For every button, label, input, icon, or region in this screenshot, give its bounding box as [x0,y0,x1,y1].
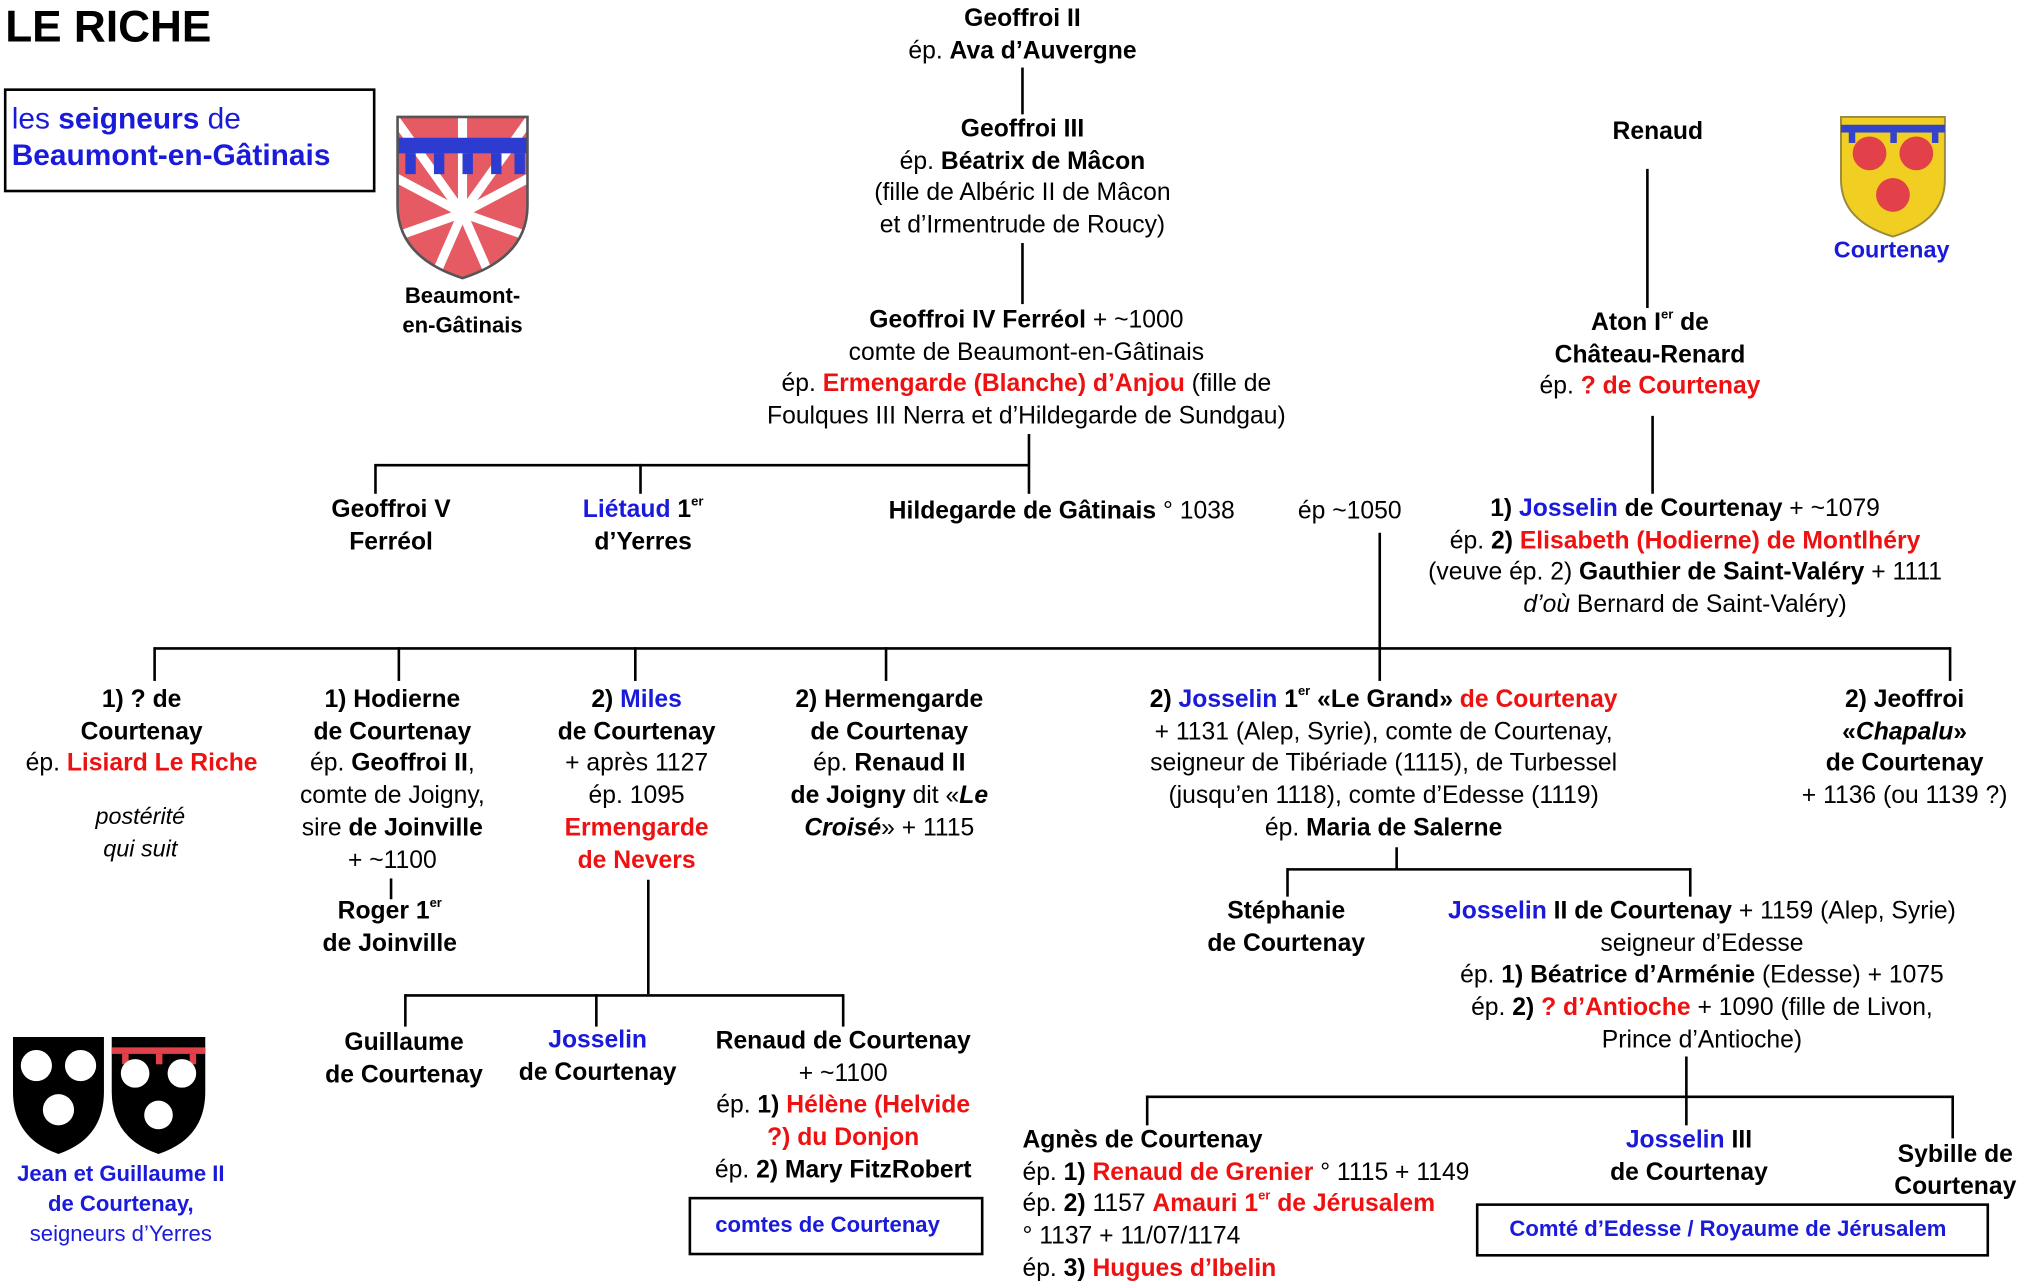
person-geoffroi-iv: Geoffroi IV Ferréol + ~1000 comte de Bea… [767,306,1286,431]
person-aton: Aton Ier de Château-Renard ép. ? de Cour… [1539,307,1761,401]
edesse-link[interactable]: Comté d’Edesse / Royaume de Jérusalem [1509,1216,1947,1242]
person-renaud: Renaud [1612,118,1704,146]
comtes-box [688,1196,984,1256]
legend-box [3,88,376,193]
page-title: LE RICHE [5,2,212,52]
person-hildegarde: Hildegarde de Gâtinais ° 1038 [888,497,1235,525]
legend-text: les seigneurs de Beaumont-en-Gâtinais [11,101,331,172]
person-agnes: Agnès de Courtenay ép. 1) Renaud de Gren… [1022,1126,1470,1283]
person-geoffroi-ii: Geoffroi II ép. Ava d’Auvergne [908,5,1137,65]
person-hermengarde: 2) Hermengarde de Courtenay ép. Renaud I… [790,686,989,842]
person-roger: Roger 1er de Joinville [322,896,457,958]
beaumont-arms-icon [396,115,529,280]
comtes-link[interactable]: comtes de Courtenay [715,1212,940,1238]
yerres-caption: Jean et Guillaume II de Courtenay, seign… [17,1161,225,1247]
beaumont-caption: Beaumont-en-Gâtinais [402,283,523,338]
person-josselin-iii: Josselin III de Courtenay [1610,1126,1768,1187]
yerres-arms-icon [12,1037,206,1154]
person-miles: 2) Miles de Courtenay + après 1127 ép. 1… [557,686,716,874]
person-josselin-ii: Josselin II de Courtenay + 1159 (Alep, S… [1448,897,1956,1054]
person-hodierne: 1) Hodierne de Courtenay ép. Geoffroi II… [299,686,485,874]
person-jeoffroi: 2) Jeoffroi «Chapalu» de Courtenay + 113… [1801,686,2008,810]
edesse-box [1475,1203,1990,1257]
person-josselin-i: 2) Josselin 1er «Le Grand» de Courtenay … [1149,684,1618,842]
person-renaud-courtenay: Renaud de Courtenay + ~1100 ép. 1) Hélèn… [714,1027,972,1184]
courtenay-caption: Courtenay [1833,236,1950,263]
person-lietaud: Liétaud 1er d’Yerres [582,494,704,556]
marriage-date: ép ~1050 [1297,497,1402,525]
person-unknown-courtenay: 1) ? de Courtenay ép. Lisiard Le Riche [25,686,258,778]
courtenay-arms-icon [1839,115,1946,238]
person-geoffroi-iii: Geoffroi III ép. Béatrix de Mâcon (fille… [874,115,1171,240]
person-josselin-senior: 1) Josselin de Courtenay + ~1079 ép. 2) … [1428,495,1942,619]
